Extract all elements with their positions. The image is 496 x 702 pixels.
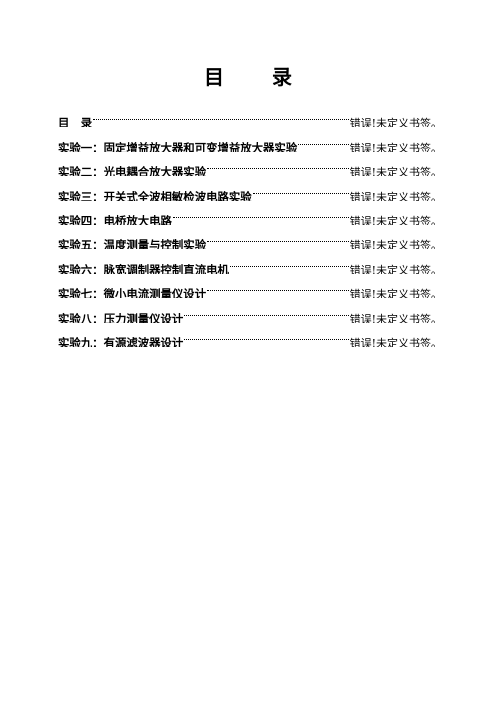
toc-entry-page-ref: 错误!未定义书签。 — [349, 263, 442, 274]
toc-entry-label: 实验九：有源滤波器设计 — [58, 335, 184, 347]
toc-entry-experiment-9[interactable]: 实验九：有源滤波器设计 错误!未定义书签。 — [58, 323, 442, 347]
toc-entry-page-ref: 错误!未定义书签。 — [349, 336, 442, 347]
toc-entry-experiment-6[interactable]: 实验六：脉宽调制器控制直流电机 错误!未定义书签。 — [58, 249, 442, 274]
toc-entry-label: 实验六：脉宽调制器控制直流电机 — [58, 262, 229, 274]
toc-entry-label: 实验五：温度测量与控制实验 — [58, 238, 207, 250]
toc-list: 目 录 错误!未定义书签。 实验一：固定增益放大器和可变增益放大器实验 错误!未… — [58, 103, 442, 347]
toc-entry-page-ref: 错误!未定义书签。 — [349, 214, 442, 225]
toc-entry-label: 实验四：电桥放大电路 — [58, 213, 172, 225]
toc-title: 目 录 — [204, 65, 306, 89]
toc-entry-label: 实验八：压力测量仪设计 — [58, 311, 184, 323]
toc-entry-page-ref: 错误!未定义书签。 — [349, 117, 442, 128]
toc-entry-experiment-4[interactable]: 实验四：电桥放大电路 错误!未定义书签。 — [58, 201, 442, 225]
toc-dot-leader — [252, 176, 349, 200]
toc-dot-leader — [184, 323, 349, 347]
toc-dot-leader — [207, 274, 349, 298]
toc-entry-page-ref: 错误!未定义书签。 — [349, 239, 442, 250]
toc-entry-label: 目 录 — [58, 116, 93, 128]
toc-entry-experiment-1[interactable]: 实验一：固定增益放大器和可变增益放大器实验 错误!未定义书签。 — [58, 127, 442, 152]
toc-entry-experiment-5[interactable]: 实验五：温度测量与控制实验 错误!未定义书签。 — [58, 225, 442, 249]
toc-entry-page-ref: 错误!未定义书签。 — [349, 166, 442, 177]
toc-entry-experiment-3[interactable]: 实验三：开关式全波相敏检波电路实验 错误!未定义书签。 — [58, 176, 442, 201]
toc-entry-experiment-8[interactable]: 实验八：压力测量仪设计 错误!未定义书签。 — [58, 298, 442, 323]
toc-dot-leader — [207, 152, 349, 176]
toc-dot-leader — [93, 103, 349, 127]
toc-dot-leader — [207, 225, 349, 249]
toc-dot-leader — [172, 201, 349, 225]
toc-dot-leader — [298, 127, 349, 151]
toc-entry-experiment-2[interactable]: 实验二：光电耦合放大器实验 错误!未定义书签。 — [58, 152, 442, 176]
toc-entry-page-ref: 错误!未定义书签。 — [349, 190, 442, 201]
toc-entry-page-ref: 错误!未定义书签。 — [349, 312, 442, 323]
toc-entry-page-ref: 错误!未定义书签。 — [349, 141, 442, 152]
toc-entry-label: 实验七：微小电流测量仪设计 — [58, 287, 207, 299]
toc-dot-leader — [229, 249, 349, 273]
toc-entry-experiment-7[interactable]: 实验七：微小电流测量仪设计 错误!未定义书签。 — [58, 274, 442, 298]
toc-dot-leader — [184, 298, 349, 322]
toc-entry-label: 实验三：开关式全波相敏检波电路实验 — [58, 189, 252, 201]
toc-entry-page-ref: 错误!未定义书签。 — [349, 288, 442, 299]
toc-entry-label: 实验一：固定增益放大器和可变增益放大器实验 — [58, 140, 298, 152]
toc-entry-contents[interactable]: 目 录 错误!未定义书签。 — [58, 103, 442, 127]
toc-entry-label: 实验二：光电耦合放大器实验 — [58, 165, 207, 177]
